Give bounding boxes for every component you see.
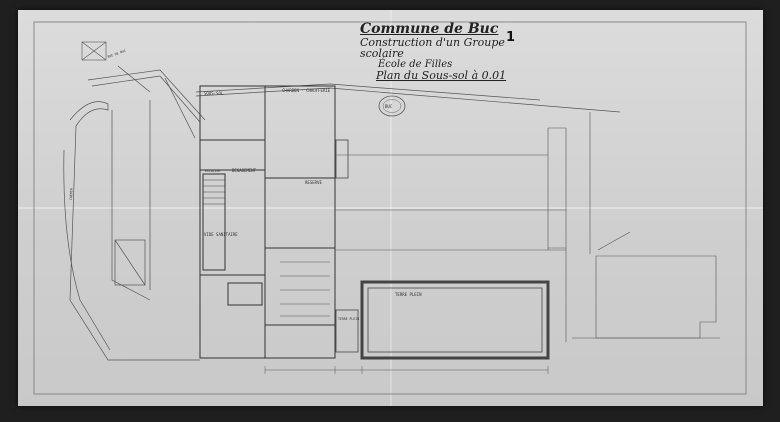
building-main [199,85,336,359]
label-escalier: ESCALIER [205,169,220,173]
title-commune: Commune de Buc [360,21,499,37]
playground-lines [335,112,591,342]
label-degagement: DEGAGEMENT [232,168,257,173]
title-block: Commune de Buc Construction d'un Groupe … [360,22,530,82]
north-boundary [195,83,621,113]
title-school: École de Filles [378,58,453,70]
street-lines [87,65,206,139]
left-boundary [63,100,200,361]
annex [335,139,349,179]
sheet-number: 1 [506,30,516,45]
stair-hatching [203,179,225,205]
title-plan: Plan du Sous-sol à 0.01 [376,69,507,83]
small-terre-plein [335,309,359,353]
neighbour-building [572,231,720,339]
label-terre-plein-small: TERRE PLEIN [338,317,359,321]
dimension-lines [264,366,549,374]
title-project: Construction d'un Groupe scolaire [360,35,505,61]
compartment-rows [280,261,330,317]
label-vide-sanitaire: VIDE SANITAIRE [204,232,238,237]
label-terre-plein: TERRE PLEIN [395,292,422,297]
terre-plein-courtyard [360,280,550,360]
label-charbon: CHARBON · CHAUFFERIE [282,88,331,93]
hatched-plot [81,41,107,61]
drawing-border [33,21,747,395]
label-reserve: RESERVE [305,180,322,185]
label-chemin: CHEMIN [69,188,73,200]
fold-line-vertical [390,10,392,406]
fold-line-horizontal [18,207,763,209]
official-stamp: BUC [378,95,406,117]
label-caves: SOUS-SOL [204,91,224,96]
label-rue: RUE DE BUC [107,49,126,59]
stamp-text: BUC [385,104,393,109]
paper-sheet [18,10,763,406]
